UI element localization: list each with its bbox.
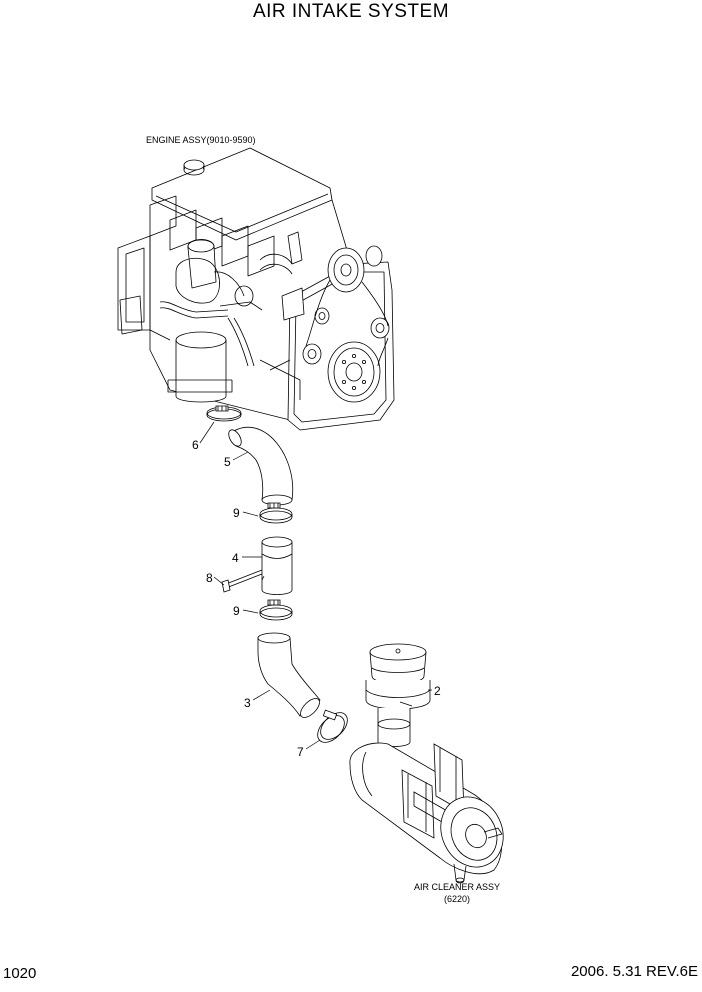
air-cleaner-label-line2: (6220) <box>444 894 471 904</box>
engine-assy-label: ENGINE ASSY(9010-9590) <box>146 135 256 145</box>
page-title: AIR INTAKE SYSTEM <box>252 1 450 22</box>
callout-2: 2 <box>434 684 441 698</box>
part-3-hose <box>258 633 323 721</box>
leader-5 <box>233 452 248 460</box>
leader-8 <box>214 577 224 585</box>
page-number: 1020 <box>3 965 37 982</box>
leader-9-upper <box>243 512 258 516</box>
engine-assembly-drawing <box>118 148 394 430</box>
part-8-bolt <box>222 570 262 592</box>
callout-7: 7 <box>297 745 304 759</box>
leader-7 <box>306 740 320 749</box>
part-5-elbow-hose <box>226 427 293 505</box>
part-9-upper-hose-clamp <box>260 503 292 523</box>
leader-6 <box>200 422 214 443</box>
revision-date: 2006. 5.31 REV.6E <box>570 963 698 980</box>
callout-9-upper: 9 <box>233 506 240 520</box>
callout-3: 3 <box>244 696 251 710</box>
part-6-hose-clamp <box>207 406 241 421</box>
leader-3 <box>253 690 270 700</box>
leader-lines <box>200 422 432 749</box>
callout-5: 5 <box>224 455 231 469</box>
part-2-air-cleaner <box>350 644 515 883</box>
callout-6: 6 <box>192 438 199 452</box>
air-cleaner-label-line1: AIR CLEANER ASSY <box>414 882 501 892</box>
part-9-lower-hose-clamp <box>260 600 292 620</box>
leader-9-lower <box>243 610 258 613</box>
callout-4: 4 <box>232 551 239 565</box>
part-4-intake-tube <box>262 537 292 595</box>
air-cleaner-assy-label: AIR CLEANER ASSY (6220) <box>414 881 500 905</box>
part-7-hose-clamp <box>313 708 353 748</box>
callout-9-lower: 9 <box>233 604 240 618</box>
callout-8: 8 <box>206 571 213 585</box>
